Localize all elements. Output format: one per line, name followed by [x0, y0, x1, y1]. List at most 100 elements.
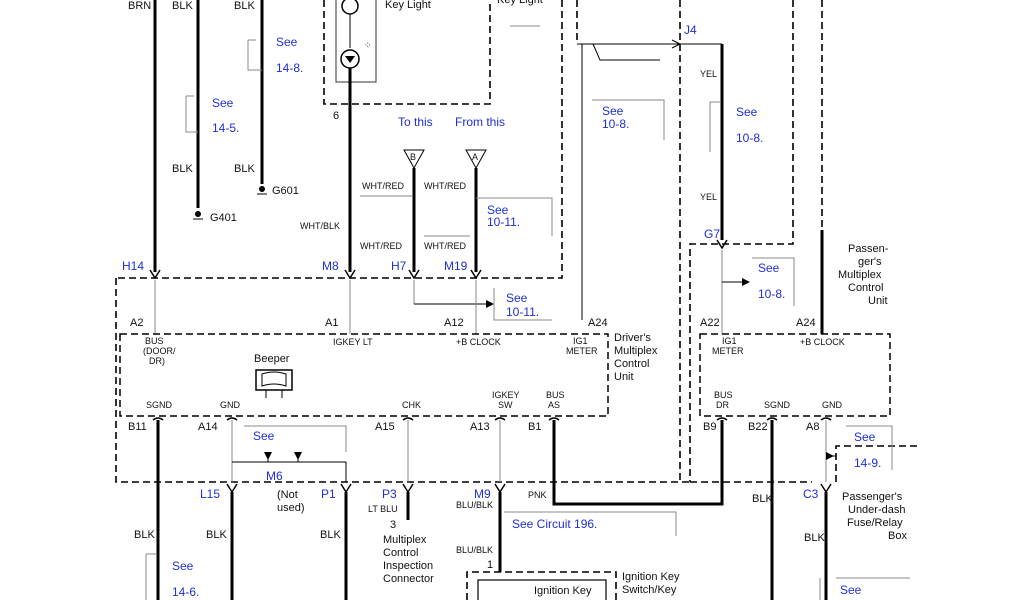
inspection-connector-label: Inspection: [383, 560, 433, 572]
driver-multiplex-control-unit[interactable]: Driver's Multiplex Control Unit BUS (DOO…: [119, 332, 658, 417]
driver-unit-dashed-frame: [115, 278, 690, 483]
wire-blk-label: BLK: [206, 529, 227, 541]
wire-wht-blk-label: WHT/BLK: [300, 221, 340, 231]
pin-hook-icon: [226, 417, 238, 421]
arrow-icon: [671, 39, 682, 49]
arrow-a-icon[interactable]: [465, 149, 487, 170]
ref-bracket: [185, 96, 198, 133]
driver-unit-dashed-frame: [116, 0, 563, 279]
passenger-unit-name: Passen-: [848, 243, 889, 255]
connector-arrow-icon: [149, 269, 161, 280]
connector-arrow-icon: [344, 269, 356, 280]
wire-blk-label: BLK: [752, 493, 773, 505]
wire-yel-label: YEL: [700, 69, 717, 79]
see-10-8-link[interactable]: See: [758, 261, 780, 275]
passenger-unit-name: Multiplex: [838, 269, 882, 281]
term-as: AS: [548, 400, 560, 410]
see-10-11-link[interactable]: See: [506, 291, 528, 305]
see-14-6-link[interactable]: See: [172, 559, 194, 573]
pin-hook-icon: [152, 417, 164, 421]
ref-bracket: [504, 511, 677, 536]
see-10-11-link[interactable]: 10-11.: [487, 215, 520, 229]
see-10-8-link[interactable]: 10-8.: [602, 117, 629, 131]
see-link[interactable]: See: [253, 429, 275, 443]
connector-m9: M9: [474, 487, 491, 501]
see-10-11-link[interactable]: See: [487, 203, 509, 217]
term-ig1: IG1: [573, 336, 588, 346]
key-light-label: Key Light: [385, 0, 431, 11]
wire-blu-blk-label: BLU/BLK: [456, 500, 493, 510]
pin-a13: A13: [470, 421, 490, 433]
bulb-icon: [341, 0, 359, 15]
connector-arrow-icon: [820, 483, 832, 494]
connector-g7: G7: [704, 227, 720, 241]
wire-wht-red-label: WHT/RED: [424, 181, 466, 191]
see-link[interactable]: See: [840, 583, 862, 597]
arrow-b-icon[interactable]: [403, 149, 425, 170]
see-10-8-link[interactable]: See: [602, 104, 624, 118]
fuse-box-label: Fuse/Relay: [847, 517, 903, 529]
see-10-8-link[interactable]: 10-8.: [736, 131, 763, 145]
ignition-key-switch[interactable]: 1 Ignition Key Ignition Key Switch/Key: [466, 559, 680, 600]
term-meter: METER: [566, 346, 598, 356]
wire-blk-label: BLK: [234, 163, 255, 175]
key-light-dashed-box: [323, 0, 491, 105]
see-14-5-link[interactable]: 14-5.: [212, 121, 239, 135]
driver-connectors-row: H14 M8 H7 M19 See 10-11. A2 A1 A12 A24: [122, 259, 608, 334]
fuse-box-label: Box: [888, 530, 907, 542]
see-14-9-link[interactable]: 14-9.: [854, 456, 881, 470]
term-sgnd: SGND: [764, 400, 791, 410]
pin-a8: A8: [806, 421, 819, 433]
driver-unit-name: Multiplex: [614, 345, 658, 357]
pin-hook-icon: [766, 417, 778, 421]
pin-a12: A12: [444, 317, 464, 329]
wire-brn-label: BRN: [128, 0, 151, 12]
driver-unit-box: [119, 333, 609, 417]
see-14-8-link[interactable]: See: [276, 35, 298, 49]
connector-c3: C3: [803, 487, 819, 501]
beeper-label: Beeper: [254, 353, 290, 365]
wire-pnk-label: PNK: [528, 490, 547, 500]
see-10-8-link[interactable]: See: [736, 105, 758, 119]
led-icon: [345, 56, 355, 63]
fuse-box-label: Under-dash: [848, 504, 905, 516]
ground-g401: G401: [210, 212, 237, 224]
from-this-label: From this: [455, 115, 505, 129]
ground-symbol: [259, 186, 265, 192]
see-10-11-link[interactable]: 10-11.: [506, 305, 539, 319]
ground-g601: G601: [272, 185, 299, 197]
connector-arrow-icon: [716, 239, 728, 250]
j4-area: J4 See 10-8. YEL YEL See 10-8.: [577, 23, 763, 320]
ref-bracket: [846, 425, 893, 470]
term-ig1: IG1: [722, 336, 737, 346]
inspection-connector-label: Connector: [383, 573, 434, 585]
inspection-connector-label: Control: [383, 547, 418, 559]
wire-blu-blk-label: BLU/BLK: [456, 545, 493, 555]
connector-j4: J4: [684, 23, 697, 37]
see-10-8-link[interactable]: 10-8.: [758, 287, 785, 301]
arrow-b-label: B: [410, 152, 416, 162]
driver-unit-name: Driver's: [614, 332, 651, 344]
see-14-8-link[interactable]: 14-8.: [276, 61, 303, 75]
see-14-9-link[interactable]: See: [854, 430, 876, 444]
pin-6: 6: [333, 110, 339, 122]
bottom-connectors: L15 (Not used) P1 P3 M9 C3 BLK BLK BLK L…: [134, 483, 910, 600]
see-14-5-link[interactable]: See: [212, 96, 234, 110]
wire-yel-label: YEL: [700, 192, 717, 202]
fuse-box-label: Passenger's: [842, 491, 903, 503]
ref-bracket: [244, 425, 347, 452]
pin-3: 3: [390, 519, 396, 531]
wire-wht-red-label: WHT/RED: [362, 181, 404, 191]
term-b-clock: +B CLOCK: [800, 337, 845, 347]
not-used-label: used): [277, 502, 305, 514]
see-circuit-196-link[interactable]: See Circuit 196.: [512, 517, 597, 531]
connector-arrow-icon: [470, 269, 482, 280]
pin-a15: A15: [375, 421, 395, 433]
term-meter: METER: [712, 346, 744, 356]
arrow-icon: [294, 452, 302, 460]
term-igkey-lt: IGKEY LT: [333, 337, 373, 347]
passenger-multiplex-control-unit[interactable]: Passen- ger's Multiplex Control Unit G7 …: [699, 227, 891, 417]
wire-blk-label: BLK: [320, 529, 341, 541]
see-14-6-link[interactable]: 14-6.: [172, 585, 199, 599]
ignition-switch-dashed-box: [466, 571, 617, 600]
